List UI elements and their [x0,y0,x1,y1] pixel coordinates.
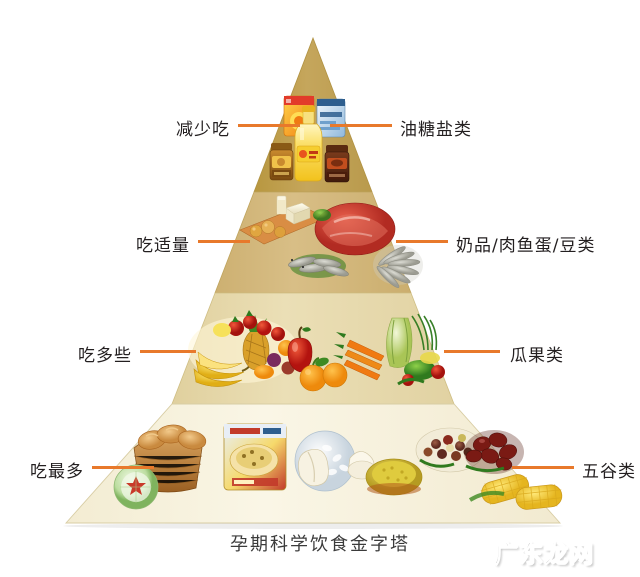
tier-1-left-label: 减少吃 [176,120,230,140]
connector-tier-4-left [92,466,154,469]
cucumber-bun-icon [113,464,159,510]
connector-tier-3-left [140,350,196,353]
bread-basket-icon [133,424,207,493]
red-date-icon [464,430,524,474]
leafy-greens-icon [386,313,445,386]
orange-icon [299,357,348,392]
millet-icon [365,458,423,496]
watermark: 广东龙网 [494,540,594,569]
meat-icon [313,202,396,256]
small-fish-icon [288,254,349,278]
tier-2-right-label: 奶品/肉鱼蛋/豆类 [456,236,596,256]
tofu-icon [285,202,311,225]
sauce-jar-left-icon [269,143,294,181]
connector-tier-1-left [238,124,300,127]
connector-tier-1-right [330,124,392,127]
tier-3-left-label: 吃多些 [78,346,132,366]
tier-3-right-label: 瓜果类 [510,346,564,366]
oat-package-icon [223,423,287,491]
tier-2-food-group [239,195,423,288]
mixed-beans-icon [415,427,485,473]
tier-2-left-label: 吃适量 [136,236,190,256]
tier-4-left-label: 吃最多 [30,462,84,482]
tier-1-right-label: 油糖盐类 [400,120,472,140]
carrot-icon [333,332,385,381]
corn-icon [468,474,563,510]
tier-3-food-group [188,310,445,392]
connector-tier-2-right [396,240,448,243]
apple-icon [287,326,313,373]
connector-tier-4-right [512,466,574,469]
oil-bottle-icon [294,106,323,182]
tofu-board-icon [239,195,327,245]
page-title: 孕期科学饮食金字塔 [230,534,410,555]
tier-4-right-label: 五谷类 [582,462,636,482]
connector-tier-3-right [444,350,500,353]
salt-pack-icon [316,98,346,138]
sauce-jar-right-icon [324,145,350,183]
tier-4-food-group [113,423,563,510]
dried-fish-icon [373,245,423,288]
connector-tier-2-left [198,240,250,243]
